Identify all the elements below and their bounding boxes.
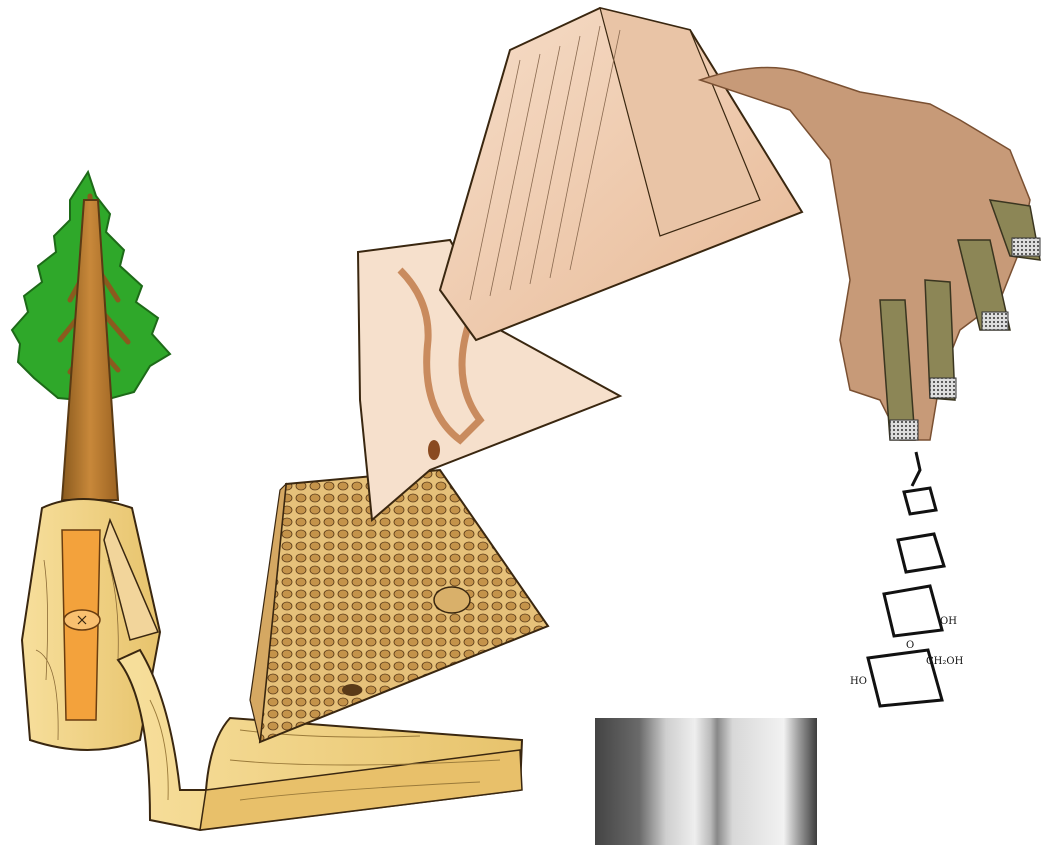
trunk-cross-section-icon [22, 499, 160, 750]
molecule-label-ch2oh: CH₂OH [926, 656, 964, 667]
tree-icon [12, 172, 170, 500]
cellulose-molecule-icon [868, 452, 944, 706]
micrograph-photo-icon [595, 718, 817, 845]
cell-wall-sheet-icon [440, 8, 802, 340]
molecule-label-oh: OH [940, 616, 957, 627]
cell-tissue-block-icon [250, 470, 548, 742]
molecule-label-o: O [906, 640, 914, 651]
microfibril-bundle-icon [700, 68, 1040, 441]
molecule-label-ho: HO [850, 676, 867, 687]
